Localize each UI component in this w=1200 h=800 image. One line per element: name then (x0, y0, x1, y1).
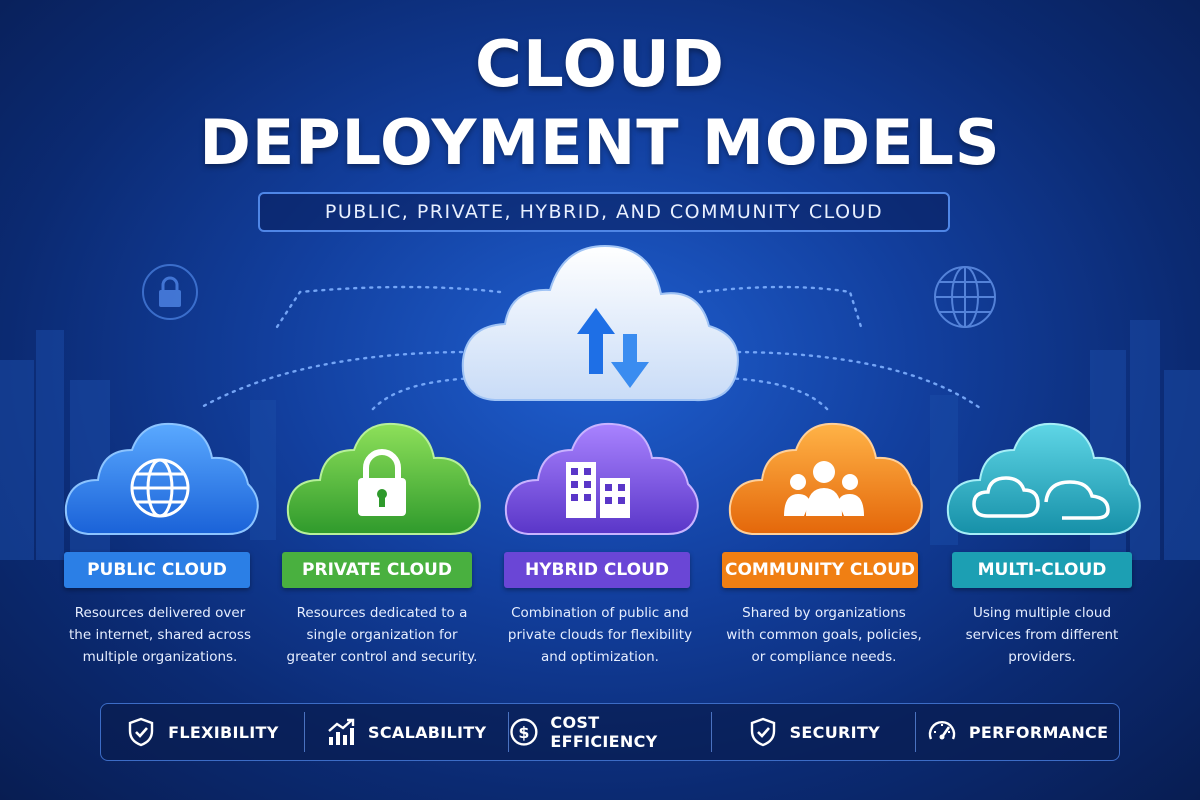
public-cloud-graphic (64, 422, 259, 535)
feature-cost-efficiency: $ COST EFFICIENCY (507, 712, 712, 752)
buildings-icon (566, 462, 630, 518)
community-cloud-graphic (728, 422, 923, 535)
feature-performance: PERFORMANCE (915, 712, 1119, 752)
subtitle-banner: PUBLIC, PRIVATE, HYBRID, AND COMMUNITY C… (258, 192, 950, 232)
dollar-icon: $ (509, 718, 538, 746)
central-cloud (461, 244, 739, 402)
features-bar: FLEXIBILITY SCALABILITY $ COST EFFICIENC… (100, 703, 1120, 761)
globe-icon (934, 266, 996, 328)
lock-icon (358, 449, 406, 516)
hybrid-cloud-label: HYBRID CLOUD (504, 552, 690, 588)
clouds-icon (972, 476, 1110, 520)
private-cloud-graphic (286, 422, 481, 535)
shield-check-icon (128, 717, 154, 747)
lock-icon (142, 264, 198, 320)
multi-cloud-label: MULTI-CLOUD (952, 552, 1132, 588)
speedometer-icon (928, 721, 956, 740)
page-title-line1: CLOUD (475, 28, 725, 102)
feature-scalability: SCALABILITY (303, 712, 508, 752)
private-cloud-label: PRIVATE CLOUD (282, 552, 472, 588)
feature-security: SECURITY (711, 712, 915, 752)
people-icon (784, 461, 864, 516)
svg-text:$: $ (518, 723, 529, 742)
shield-check-icon (750, 717, 775, 747)
multi-cloud-graphic (946, 422, 1141, 535)
hybrid-cloud-graphic (504, 422, 699, 535)
globe-icon (130, 458, 190, 518)
growth-chart-icon (328, 718, 355, 745)
page-title-line2: DEPLOYMENT MODELS (199, 106, 1001, 179)
feature-flexibility: FLEXIBILITY (101, 712, 304, 752)
up-down-arrows-icon (577, 308, 649, 388)
community-cloud-label: COMMUNITY CLOUD (722, 552, 918, 588)
public-cloud-label: PUBLIC CLOUD (64, 552, 250, 588)
